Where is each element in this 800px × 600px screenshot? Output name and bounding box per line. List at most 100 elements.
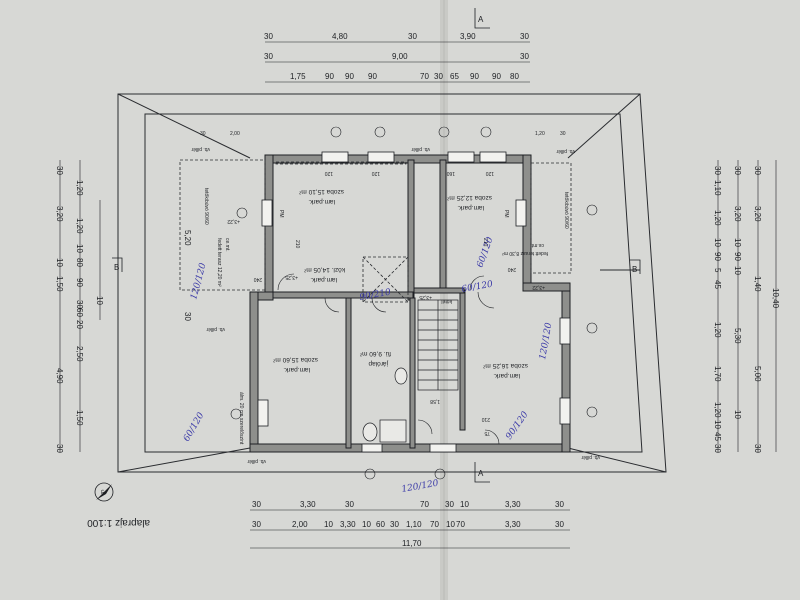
dim-label: 1,40 <box>753 276 762 292</box>
pillar-label: vb. pillér <box>411 146 430 152</box>
dim-label: 11,70 <box>402 539 422 548</box>
dim-label: 1,20 <box>535 131 545 137</box>
dim-label: 30 <box>75 300 84 309</box>
room-floor: járólap <box>368 360 389 367</box>
roof-hatch-label: tetőkibúvó 90/60 <box>563 192 569 229</box>
stair <box>417 299 459 391</box>
dim-label: 90 <box>713 252 722 261</box>
dim-label: 30 <box>555 500 564 509</box>
dim-label: 5,20 <box>183 230 192 246</box>
pillar-label: vb. pillér <box>247 458 266 464</box>
section-mark-a-top: A <box>478 15 484 24</box>
pillar-label: vb. pillér <box>191 146 210 152</box>
dim-label: 30 <box>183 312 192 321</box>
section-mark-a-bottom: A <box>478 469 484 478</box>
dim-label: 65 <box>450 72 459 81</box>
dim-label: 10 <box>75 244 84 253</box>
dim-label: 1,20 <box>713 210 722 226</box>
top-dimensions: 30 4,80 30 3,90 30 30 9,00 30 1,75 90 90… <box>264 32 529 81</box>
dim-label: 30 <box>252 520 261 529</box>
dim-label: 10,40 <box>771 288 780 309</box>
dim-label: 3,30 <box>505 520 521 529</box>
dim-label: 30 <box>264 52 273 61</box>
north-label: É <box>101 489 105 496</box>
dim-label: 2,00 <box>292 520 308 529</box>
dim-label: 3,20 <box>55 206 64 222</box>
dim-label: 30 <box>713 166 722 175</box>
dim-label: 30 <box>713 444 722 453</box>
dim-label: 90 <box>368 72 377 81</box>
pillar-label: vb. pillér <box>206 326 225 332</box>
dim-label: 3,30 <box>340 520 356 529</box>
dim-label: 30 <box>445 500 454 509</box>
door-width: 160 <box>446 170 455 176</box>
dim-label: 90 <box>470 72 479 81</box>
dim-label: 10 <box>55 258 64 267</box>
room-name: közl. 14,05 m² <box>303 266 345 273</box>
left-dimensions: 30 1,20 3,20 1,20 10 80 1,50 90 30 10 4,… <box>55 166 192 453</box>
dim-label: 30 <box>252 500 261 509</box>
openings <box>257 151 571 453</box>
window-tag: PM <box>278 210 284 218</box>
bathroom-fixtures <box>362 367 408 443</box>
dim-label: 60 <box>376 520 385 529</box>
dim-label: 30 <box>55 166 64 175</box>
dim-label: 10 <box>324 520 333 529</box>
dim-label: 70 <box>430 520 439 529</box>
dim-label: 3,20 <box>733 206 742 222</box>
dim-label: 10 <box>733 238 742 247</box>
roof-hatch-label: tetőkibúvó 90/60 <box>203 188 209 225</box>
door-width: 120 <box>485 170 494 176</box>
dim-note: 210 <box>481 416 490 422</box>
dimension-lines <box>59 41 777 549</box>
ceiling-note: álm. 20 cm szerelőszint <box>238 392 244 445</box>
pillar-label: vb. pillér <box>556 148 575 154</box>
scale-label: alaprajz 1:100 <box>87 517 150 528</box>
terrace-outlines <box>179 159 572 303</box>
room-floor: lam.park. <box>310 276 337 283</box>
north-arrow-icon <box>94 482 114 502</box>
dim-label: 30 <box>408 32 417 41</box>
door-height: 210 <box>482 238 488 247</box>
window-tags <box>230 126 598 480</box>
dim-label: 2,50 <box>75 346 84 362</box>
dim-note: 240 <box>253 276 262 282</box>
door-swings <box>277 273 500 445</box>
dim-label: 30 <box>264 32 273 41</box>
dim-label: 1,70 <box>713 366 722 382</box>
misc-labels: vb. pillér vb. pillér vb. pillér vb. pil… <box>191 146 600 464</box>
dim-label: 1,20 <box>713 402 722 418</box>
room-floor: ce.mt. <box>530 242 544 248</box>
dim-note: 1,58 <box>430 398 440 404</box>
section-markers <box>112 8 641 483</box>
dim-label: 10 <box>713 238 722 247</box>
dim-label: 60 <box>75 308 84 317</box>
dim-label: 3,20 <box>753 206 762 222</box>
dim-label: 70 <box>456 520 465 529</box>
room-name: fü. 9,60 m² <box>359 350 391 357</box>
dim-label: 30 <box>200 131 206 137</box>
pillar-label: vb. pillér <box>581 454 600 460</box>
room-floor: lam.park. <box>308 198 335 205</box>
dim-label: 30 <box>345 500 354 509</box>
dim-label: 3,30 <box>505 500 521 509</box>
dim-label: 4,90 <box>55 368 64 384</box>
level-mark: +3,22 <box>532 284 545 290</box>
roof-outline <box>117 93 667 473</box>
room-name: szoba 15,60 m² <box>272 356 318 363</box>
door-width: 120 <box>371 170 380 176</box>
dim-label: 90 <box>345 72 354 81</box>
level-mark: +3,22 <box>227 218 240 224</box>
dim-label: 10 <box>733 266 742 275</box>
dim-label: 3,30 <box>300 500 316 509</box>
dim-label: 90 <box>325 72 334 81</box>
right-dimensions: 30 1,10 1,20 10 90 5 45 1,20 1,70 1,20 1… <box>713 166 780 453</box>
dim-label: 2,00 <box>230 131 240 137</box>
dim-label: 10 <box>95 296 104 305</box>
dim-label: 30 <box>520 52 529 61</box>
section-mark-b-left: B <box>114 263 119 272</box>
dim-label: 1,50 <box>75 410 84 426</box>
dim-label: 5,30 <box>733 328 742 344</box>
room-name: fedett terasz 8,30 m² <box>502 250 548 256</box>
dim-label: 30 <box>555 520 564 529</box>
